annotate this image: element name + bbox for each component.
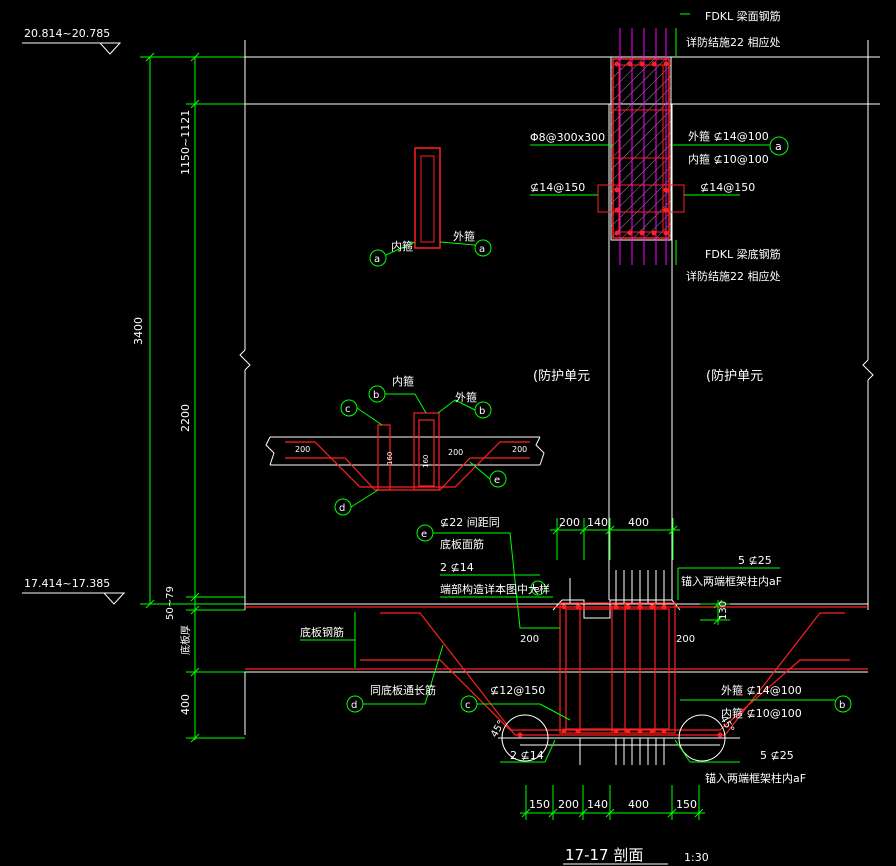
detail-a xyxy=(369,147,492,267)
note-slab-bar: 底板钢筋 xyxy=(300,625,344,639)
bottom-dim-0: 150 xyxy=(529,798,550,811)
beam-section xyxy=(597,28,685,265)
note-outer-bottom: 外箍 ⊈14@100 xyxy=(721,683,802,697)
marker-b-lower: b xyxy=(839,700,845,711)
right-dimension xyxy=(700,599,730,625)
bottom-dim-4: 150 xyxy=(676,798,697,811)
dim-slab: 底板厚 xyxy=(179,625,192,655)
detail-a-inner: 内箍 xyxy=(391,239,413,253)
detail-b-marker-b1: b xyxy=(373,390,379,401)
base-section xyxy=(245,570,868,765)
bottom-dim-2: 140 xyxy=(587,798,608,811)
drawing-scale: 1:30 xyxy=(684,851,709,864)
drawing-title: 17-17 剖面 xyxy=(565,846,643,864)
detail-b-dim-200: 200 xyxy=(448,448,463,457)
detail-a-marker-outer: a xyxy=(479,244,485,255)
lower-leaders xyxy=(300,524,852,763)
beam-top-line2: 详防结施22 相应处 xyxy=(686,35,781,49)
note-two-bar: 2 ⊈14 xyxy=(440,561,474,574)
beam-tie-label: Φ8@300x300 xyxy=(530,131,605,144)
note-spacing: ⊈22 间距同 xyxy=(440,516,500,529)
bottom-dim-3: 400 xyxy=(628,798,649,811)
detail-a-marker-inner: a xyxy=(374,254,380,265)
top-dim-2: 400 xyxy=(628,516,649,529)
beam-bottom-line2: 详防结施22 相应处 xyxy=(686,269,781,283)
beam-outer-label: 外箍 ⊈14@100 xyxy=(688,129,769,143)
note-dim-200-left: 200 xyxy=(520,634,539,645)
structure-outline xyxy=(239,40,880,735)
top-dimensions xyxy=(550,518,680,560)
note-slab-face: 底板面筋 xyxy=(440,537,484,551)
detail-b-dim-left: 200 xyxy=(295,445,310,454)
detail-b-dim-mid2: 160 xyxy=(422,455,430,468)
marker-e-lower: e xyxy=(421,529,427,540)
dim-total: 3400 xyxy=(132,317,145,345)
beam-bottom-line1: FDKL 梁底钢筋 xyxy=(705,247,781,261)
detail-b-dim-mid1: 160 xyxy=(386,452,394,465)
note-same-as: 同底板通长筋 xyxy=(370,683,436,697)
detail-b-marker-d: d xyxy=(339,503,345,514)
elevation-bottom: 17.414~17.385 xyxy=(22,577,126,605)
beam-marker-a: a xyxy=(775,140,782,153)
detail-b-outer: 外箍 xyxy=(455,390,477,404)
beam-inner-label: 内箍 ⊈10@100 xyxy=(688,152,769,166)
bottom-dimensions xyxy=(520,785,705,820)
note-five-bar-bottom: 5 ⊈25 xyxy=(760,749,794,762)
bottom-dim-1: 200 xyxy=(558,798,579,811)
dim-base: 400 xyxy=(179,694,192,715)
beam-label-leaders xyxy=(530,13,789,265)
dim-upper: 1150~1121 xyxy=(179,110,192,175)
note-two-bar-bottom: 2 ⊈14 xyxy=(510,749,544,762)
note-end-detail: 端部构造详本图中大样 xyxy=(440,582,550,596)
top-dim-1: 140 xyxy=(587,516,608,529)
vertical-dimensions xyxy=(140,52,245,743)
dim-lower: 50~79 xyxy=(165,586,176,620)
elevation-top: 20.814~20.785 xyxy=(22,27,122,55)
note-dim-200-right: 200 xyxy=(676,634,695,645)
detail-b-marker-c: c xyxy=(345,404,351,415)
marker-c-lower: c xyxy=(465,700,471,711)
beam-left-side-label: ⊈14@150 xyxy=(530,181,585,194)
detail-a-outer: 外箍 xyxy=(453,229,475,243)
elevation-bottom-label: 17.414~17.385 xyxy=(24,577,110,590)
dim-middle: 2200 xyxy=(179,404,192,432)
marker-e-end: e xyxy=(534,585,540,595)
beam-top-line1: FDKL 梁面钢筋 xyxy=(705,9,781,23)
detail-b-dim-right: 200 xyxy=(512,445,527,454)
note-anchor-top: 锚入两端框架柱内aF xyxy=(681,574,782,588)
unit-right: (防护单元 xyxy=(706,368,763,384)
right-dim-130: 130 xyxy=(718,601,729,620)
marker-d-lower: d xyxy=(351,700,357,711)
beam-right-side-label: ⊈14@150 xyxy=(700,181,755,194)
detail-b xyxy=(265,385,545,516)
note-c-bar: ⊈12@150 xyxy=(490,684,545,697)
detail-b-inner: 内箍 xyxy=(392,374,414,388)
detail-b-marker-e: e xyxy=(494,475,500,486)
note-anchor-bottom: 锚入两端框架柱内aF xyxy=(705,771,806,785)
note-five-bar-top: 5 ⊈25 xyxy=(738,554,772,567)
top-dim-0: 200 xyxy=(559,516,580,529)
unit-left: (防护单元 xyxy=(533,368,590,384)
elevation-top-label: 20.814~20.785 xyxy=(24,27,110,40)
note-inner-bottom: 内箍 ⊈10@100 xyxy=(721,706,802,720)
detail-b-marker-b2: b xyxy=(479,406,485,417)
